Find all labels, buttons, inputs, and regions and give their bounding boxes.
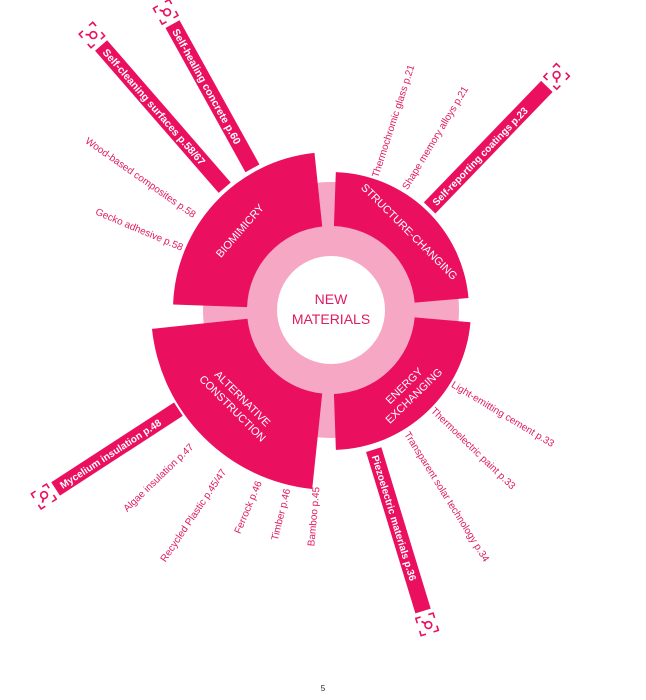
magnifier-icon <box>542 62 571 91</box>
material-label: Recycled Plastic p.45/47 <box>159 467 230 564</box>
center-title-line-1: NEW <box>315 291 348 307</box>
material-label: Timber p.46 <box>270 487 294 541</box>
center-title-line-2: MATERIALS <box>292 311 370 327</box>
magnifier-icon <box>30 482 58 511</box>
magnifier-icon <box>414 612 440 637</box>
label-highlight-bar <box>366 447 431 614</box>
material-label: Ferrock p.46 <box>233 479 265 535</box>
material-label: Bamboo p.45 <box>306 486 322 547</box>
magnifier-icon <box>152 0 180 26</box>
material-label-text: Thermochromic glass p.21 <box>370 63 417 179</box>
material-label: Gecko adhesive p.58 <box>94 207 185 254</box>
segment-alternative-construction <box>151 318 323 490</box>
highlighted-material-label: Self-healing concrete p.60 <box>165 20 260 173</box>
segment-biomimicry <box>173 152 323 308</box>
label-highlight-bar <box>51 402 183 496</box>
material-label-text: Piezoelectric materials p.36 <box>369 454 418 583</box>
magnifier-icon <box>78 21 106 49</box>
material-label-text: Ferrock p.46 <box>233 479 265 535</box>
material-label-text: Bamboo p.45 <box>306 486 322 547</box>
highlighted-material-label: Self-reporting coatings p.23 <box>423 80 553 214</box>
page-number: 5 <box>320 684 326 693</box>
segment-energy-exchanging <box>333 317 471 450</box>
label-highlight-bar <box>423 80 553 214</box>
highlighted-material-label: Piezoelectric materials p.36 <box>366 447 431 614</box>
label-highlight-bar <box>95 40 231 193</box>
material-label-text: Timber p.46 <box>270 487 294 541</box>
material-label: Thermochromic glass p.21 <box>370 63 417 179</box>
center-layer: NEW MATERIALS <box>292 291 370 327</box>
material-label-text: Algae insulation p.47 <box>122 442 197 515</box>
center-hole <box>277 256 385 364</box>
highlighted-material-label: Self-cleaning surfaces p.58/67 <box>95 40 231 193</box>
label-highlight-bar <box>165 20 260 173</box>
material-label: Algae insulation p.47 <box>122 442 197 515</box>
material-label-text: Recycled Plastic p.45/47 <box>159 467 230 564</box>
segment-structure-changing <box>333 172 469 303</box>
material-label-text: Gecko adhesive p.58 <box>94 207 185 254</box>
